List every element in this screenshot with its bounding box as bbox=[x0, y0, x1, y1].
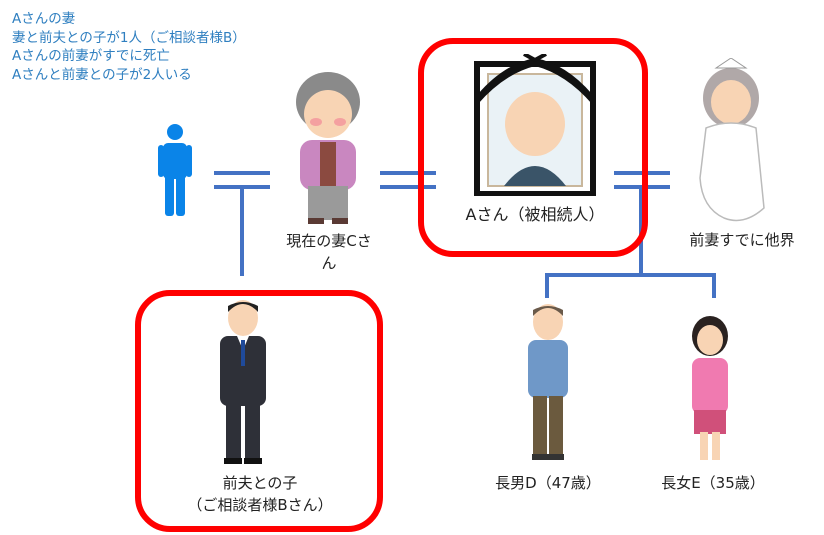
memorial-portrait bbox=[474, 54, 596, 196]
current-wife-illustration bbox=[296, 72, 360, 224]
deceased-label: Aさん（被相続人） bbox=[465, 205, 605, 224]
eldest-son-label: 長男D（47歳） bbox=[495, 474, 601, 492]
current-wife-label: 現在の妻Cさん bbox=[286, 232, 372, 272]
client-label: 前夫との子 （ご相談者様Bさん） bbox=[160, 472, 360, 516]
client-relation-text: 前夫との子 bbox=[222, 474, 298, 492]
eldest-son-illustration bbox=[528, 304, 568, 460]
client-son-illustration bbox=[220, 300, 266, 464]
former-wife-ghost-illustration bbox=[699, 58, 765, 222]
note-line: 妻と前夫との子が1人（ご相談者様B） bbox=[12, 29, 246, 46]
note-line: Aさんの妻 bbox=[12, 11, 76, 27]
mourning-ribbon-icon bbox=[478, 58, 592, 104]
note-line: Aさんの前妻がすでに死亡 bbox=[12, 48, 170, 64]
eldest-daughter-label: 長女E（35歳） bbox=[661, 474, 765, 492]
client-highlight-box bbox=[135, 290, 383, 532]
eldest-daughter-illustration bbox=[692, 316, 728, 460]
client-name-text: （ご相談者様Bさん） bbox=[187, 496, 333, 514]
former-wife-label: 前妻すでに他界 bbox=[689, 231, 795, 249]
note-line: Aさんと前妻との子が2人いる bbox=[12, 66, 192, 83]
case-notes: Aさんの妻 妻と前夫との子が1人（ご相談者様B） Aさんの前妻がすでに死亡 Aさ… bbox=[12, 10, 246, 84]
former-husband-icon bbox=[158, 124, 192, 216]
heir-highlight-box bbox=[418, 38, 648, 257]
